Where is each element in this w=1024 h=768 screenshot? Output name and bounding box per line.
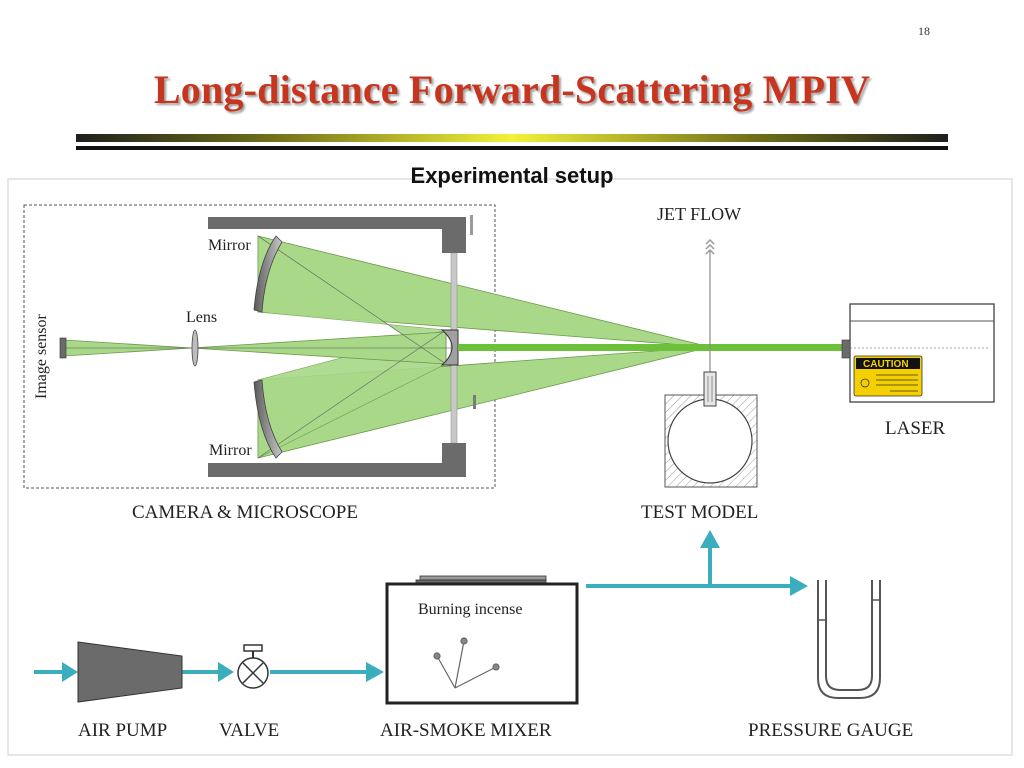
diagram-subtitle: Experimental setup (410, 163, 614, 188)
light-cones (63, 235, 711, 459)
secondary-mirror (440, 329, 459, 366)
flow-arrows (34, 530, 808, 682)
valve (237, 644, 269, 689)
test-model-label: TEST MODEL (641, 502, 758, 523)
lens (191, 329, 199, 367)
mirror-top (253, 235, 283, 313)
laser-label: LASER (885, 418, 946, 439)
test-model (664, 371, 758, 488)
burning-incense-label: Burning incense (418, 601, 522, 618)
camera-microscope-label: CAMERA & MICROSCOPE (132, 502, 358, 523)
mirror-top-label: Mirror (208, 237, 251, 254)
air-smoke-mixer-label: AIR-SMOKE MIXER (380, 720, 552, 741)
title-rule-bottom (76, 146, 948, 150)
diagram-frame (7, 178, 1013, 756)
caution-text: CAUTION (863, 359, 909, 370)
image-sensor-label: Image sensor (33, 313, 50, 399)
laser-beam (458, 344, 846, 351)
jet-flow-label: JET FLOW (657, 204, 741, 224)
pressure-gauge-label: PRESSURE GAUGE (748, 720, 913, 741)
microscope-housing (208, 215, 476, 477)
laser-unit (841, 303, 995, 403)
air-smoke-mixer (385, 575, 579, 705)
air-pump (77, 641, 183, 703)
pressure-gauge (817, 580, 881, 699)
page-number: 18 (918, 24, 930, 38)
incense-sticks (433, 637, 500, 689)
slide-title: Long-distance Forward-Scattering MPIV (153, 67, 871, 112)
jet-flow (705, 238, 715, 372)
air-pump-label: AIR PUMP (78, 720, 167, 741)
lens-label: Lens (186, 309, 217, 326)
title-rule-top (76, 134, 948, 142)
image-sensor (59, 337, 67, 359)
mirror-bottom (253, 379, 283, 459)
mirror-bottom-label: Mirror (209, 442, 252, 459)
valve-label: VALVE (219, 720, 279, 741)
